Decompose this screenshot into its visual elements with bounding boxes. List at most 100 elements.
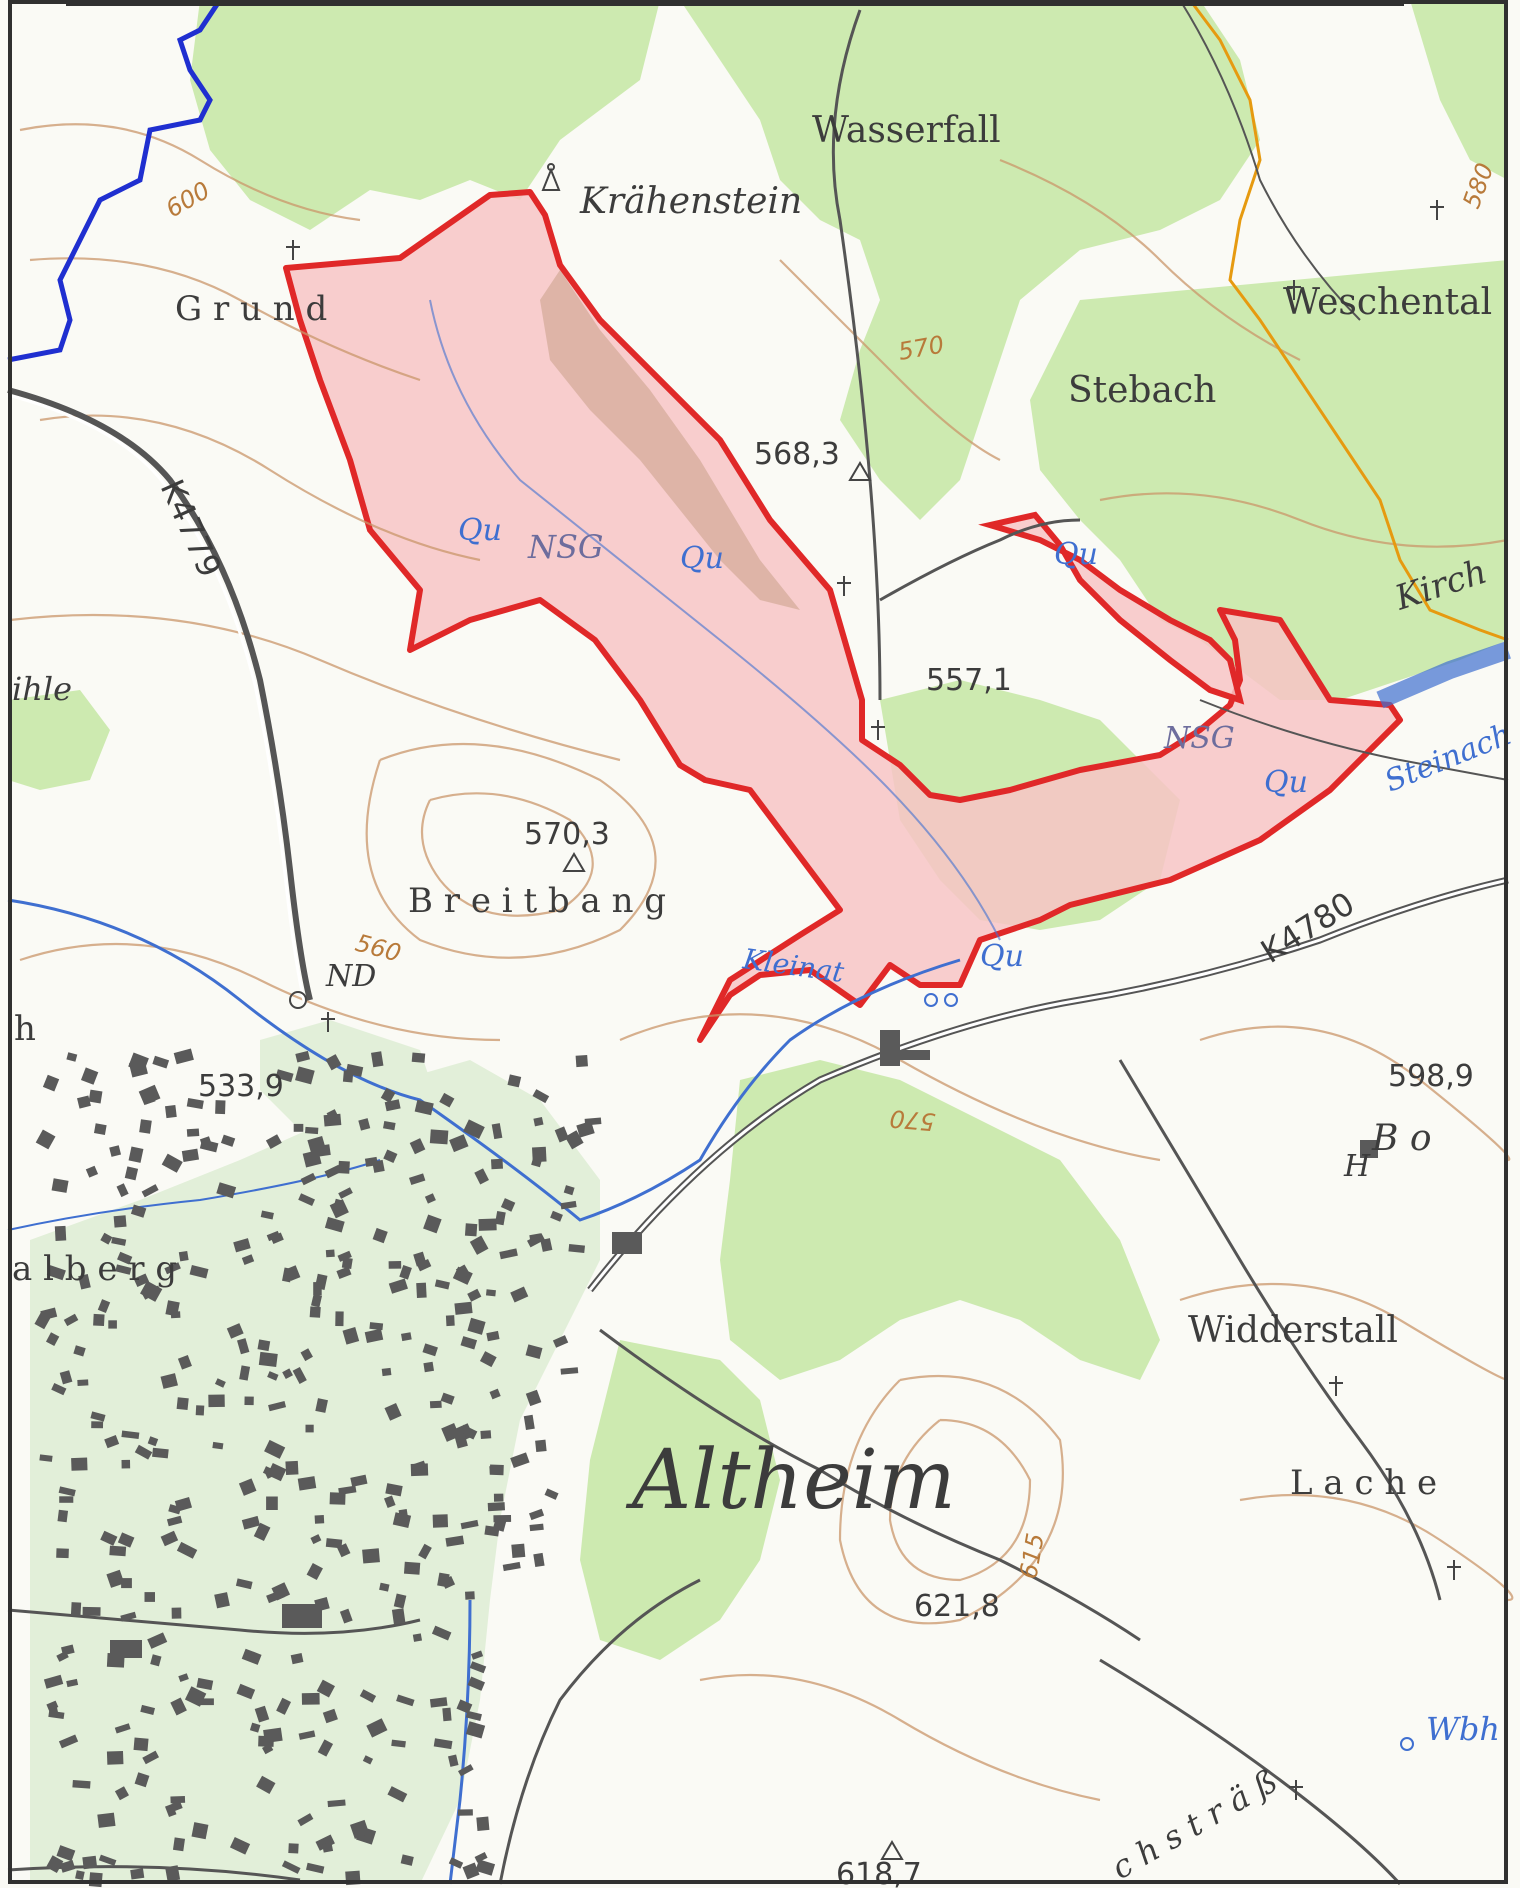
building xyxy=(298,1193,315,1206)
building xyxy=(164,1803,177,1818)
building xyxy=(66,1678,79,1688)
buildings xyxy=(34,1030,1378,1888)
building xyxy=(165,1105,177,1119)
building xyxy=(288,1843,299,1854)
building xyxy=(170,1311,181,1319)
building xyxy=(445,1535,465,1547)
building xyxy=(61,1644,75,1656)
building xyxy=(533,1116,544,1127)
building xyxy=(114,1723,131,1734)
building xyxy=(73,1345,86,1357)
building xyxy=(109,1545,127,1557)
building xyxy=(128,1059,148,1078)
building xyxy=(384,1495,396,1509)
building xyxy=(529,1508,545,1521)
building xyxy=(266,1496,278,1510)
building xyxy=(263,1727,283,1744)
building xyxy=(329,1492,346,1505)
building xyxy=(214,1592,230,1609)
zone-label-nsg: NSG xyxy=(527,528,603,566)
contour-label: 570 xyxy=(888,1104,936,1136)
building xyxy=(161,1153,183,1173)
building xyxy=(143,1094,156,1105)
building xyxy=(401,1332,412,1342)
spring-label-qu: Qu xyxy=(1054,537,1098,572)
building xyxy=(576,1120,595,1138)
building xyxy=(110,1640,142,1658)
building xyxy=(311,1293,323,1308)
building xyxy=(57,1509,69,1523)
road-network xyxy=(7,0,1509,1886)
building xyxy=(97,1812,116,1828)
building xyxy=(282,1368,293,1379)
building xyxy=(116,1183,129,1198)
building xyxy=(500,1198,516,1212)
survey-point-icon xyxy=(848,461,872,481)
building xyxy=(457,1809,473,1816)
building xyxy=(411,1460,427,1472)
building xyxy=(72,1779,91,1789)
building xyxy=(409,1173,426,1186)
building xyxy=(465,1591,475,1600)
building xyxy=(313,1282,322,1295)
building xyxy=(457,1764,474,1777)
building xyxy=(485,1289,496,1297)
building xyxy=(133,1737,149,1752)
cross-icon xyxy=(286,240,300,260)
cross-icon xyxy=(1430,200,1444,220)
building xyxy=(268,1401,287,1412)
spring-label-qu: Qu xyxy=(458,513,502,548)
building xyxy=(257,1339,271,1352)
place-label-bo-h: H xyxy=(1343,1149,1371,1184)
building xyxy=(229,1837,251,1855)
building xyxy=(338,1485,357,1496)
building xyxy=(575,1054,588,1068)
building xyxy=(306,1562,323,1581)
building xyxy=(199,1698,214,1706)
nsg-protected-area[interactable] xyxy=(283,189,1403,1043)
building xyxy=(470,1650,484,1660)
building xyxy=(490,1158,504,1170)
building xyxy=(325,1054,342,1071)
building xyxy=(880,1030,900,1066)
zone-label-nsg: NSG xyxy=(1163,721,1235,756)
building xyxy=(88,1089,103,1104)
building xyxy=(510,1452,530,1469)
building xyxy=(130,1204,147,1218)
building xyxy=(117,1251,133,1265)
building xyxy=(254,1705,270,1723)
building xyxy=(292,1366,307,1384)
building xyxy=(172,1837,185,1852)
building xyxy=(388,1260,402,1269)
building xyxy=(144,1592,155,1602)
building xyxy=(100,1232,113,1245)
building xyxy=(432,1514,449,1528)
building xyxy=(314,1273,328,1290)
building xyxy=(412,1633,423,1642)
building xyxy=(385,1483,403,1497)
building xyxy=(124,1166,139,1181)
building xyxy=(45,1332,60,1347)
tree-icon xyxy=(289,991,307,1009)
building xyxy=(469,1235,489,1255)
building xyxy=(295,1050,311,1063)
building xyxy=(336,1543,351,1558)
place-label-ihle: ihle xyxy=(12,670,72,708)
building xyxy=(362,1548,380,1564)
building xyxy=(499,1248,518,1260)
elevation-label: 570,3 xyxy=(524,817,610,852)
building xyxy=(478,1218,497,1231)
building xyxy=(1360,1140,1378,1158)
building xyxy=(306,1862,325,1874)
building xyxy=(544,1488,559,1500)
building xyxy=(463,1119,485,1140)
building xyxy=(400,1854,414,1866)
spring-label-qu: Qu xyxy=(1264,765,1308,800)
building xyxy=(196,1677,214,1691)
place-label-h: h xyxy=(14,1009,36,1049)
building xyxy=(383,1149,398,1164)
building xyxy=(106,1569,125,1588)
building xyxy=(560,1367,579,1375)
